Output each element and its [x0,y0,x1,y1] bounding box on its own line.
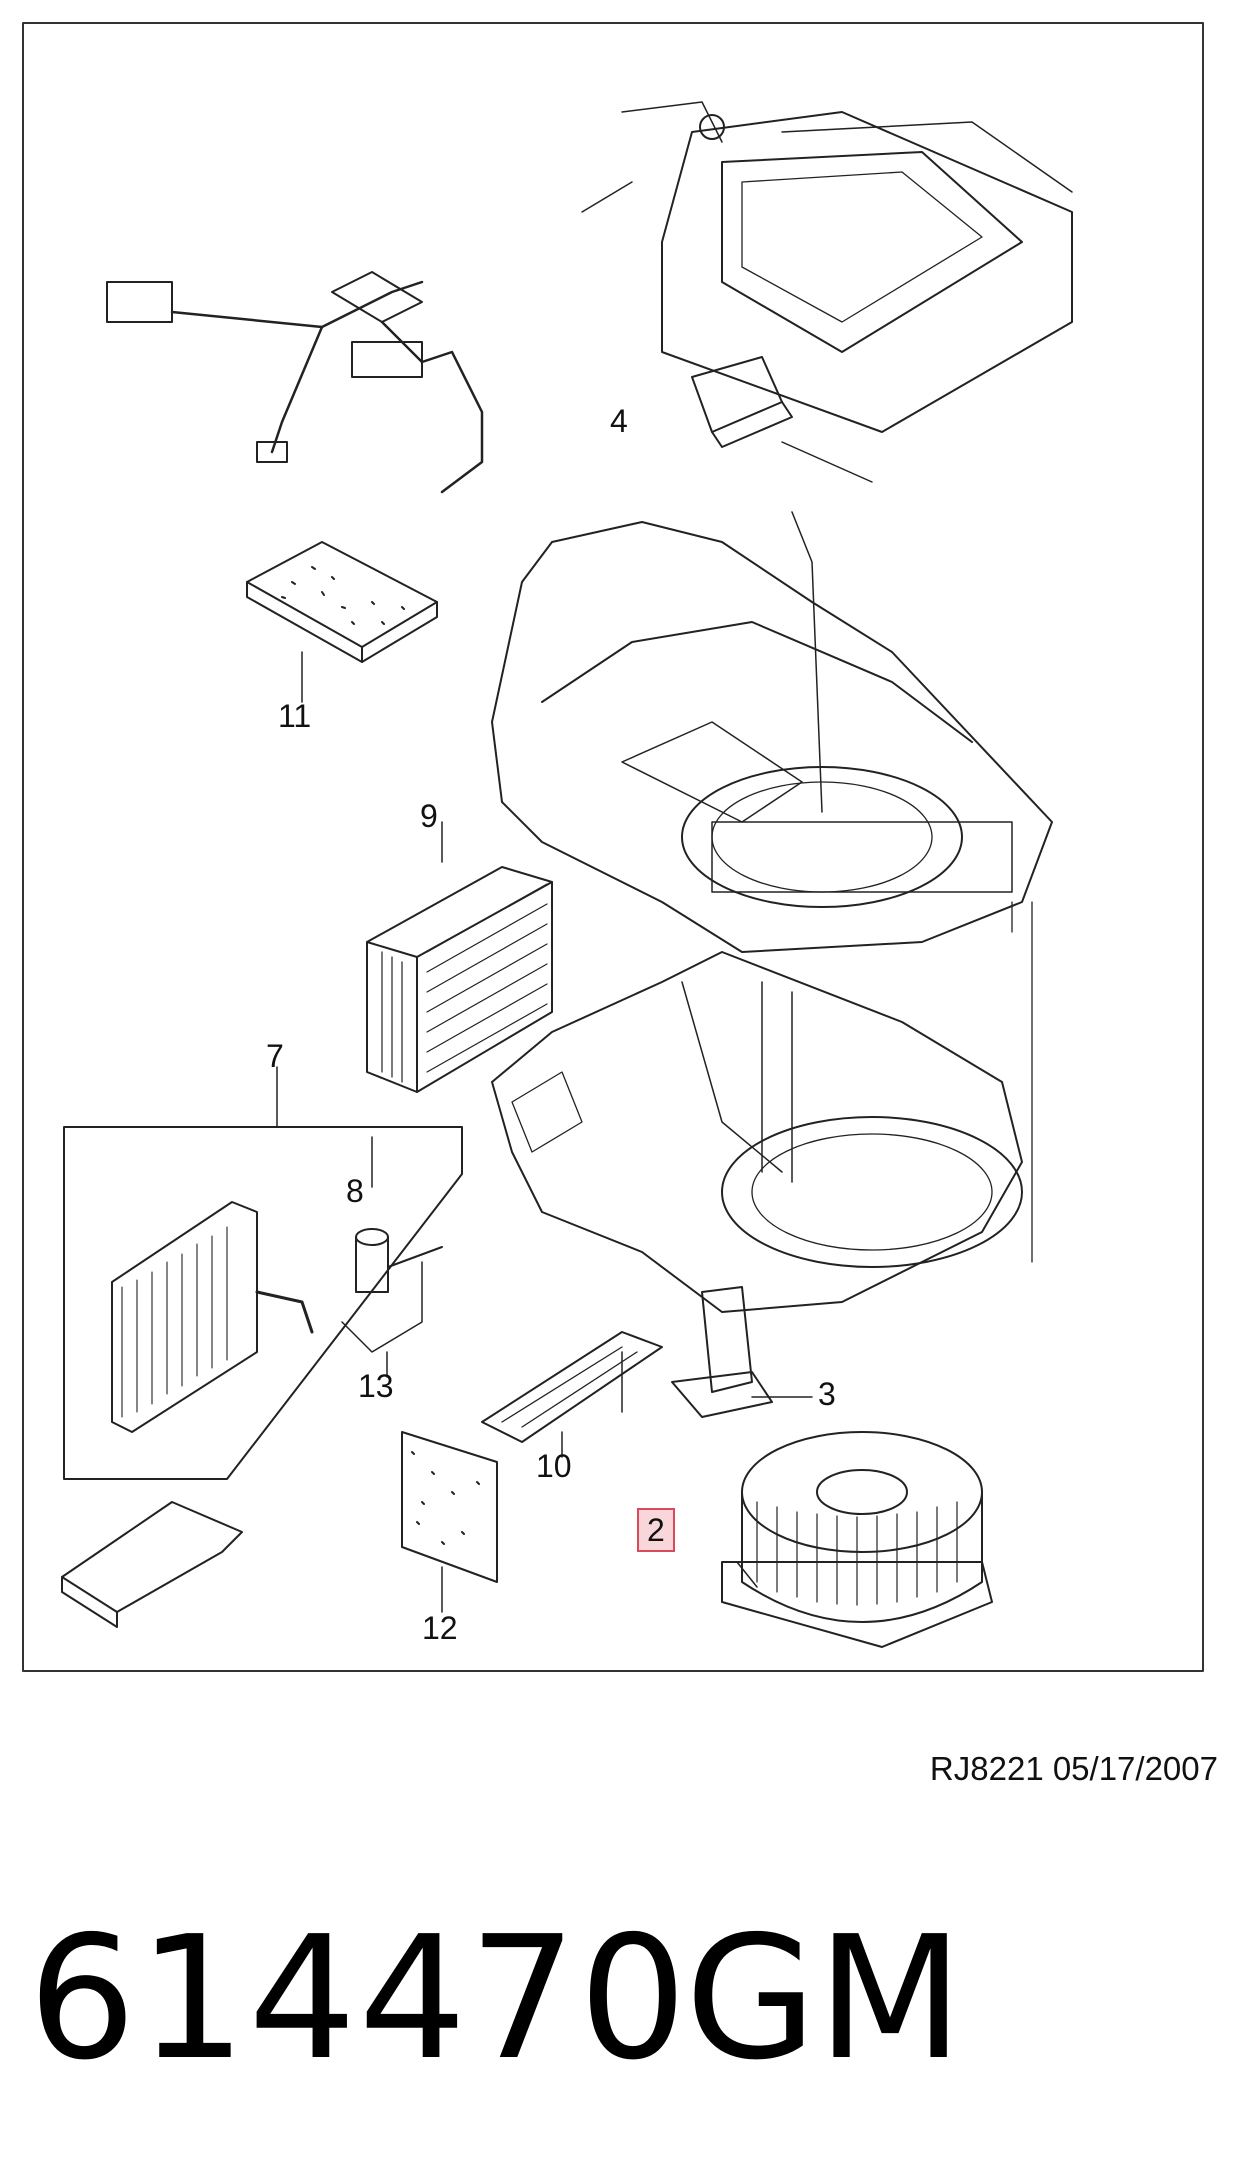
callout-12: 12 [422,1610,458,1646]
cabin-filter-drawing [366,821,553,1093]
callout-7: 7 [266,1038,284,1074]
callout-8: 8 [346,1173,364,1209]
drawing-reference: RJ8221 05/17/2007 [929,1750,1218,1787]
lower-case-drawing [491,951,1023,1313]
callout-10: 10 [536,1448,572,1484]
upper-case-drawing [491,511,1053,1263]
callout-9: 9 [420,798,438,834]
callout-3: 3 [818,1376,836,1412]
diagram-border [22,22,1204,1672]
bracket-drawing [481,1331,663,1458]
filter-pad-lower-drawing [401,1431,498,1613]
part-number: 614470 [28,1900,689,2098]
blower-resistor-drawing [671,1286,813,1418]
callout-13: 13 [358,1368,394,1404]
resistor-drawing [691,356,873,483]
exploded-parts-diagram [22,22,1204,1672]
callout-4: 4 [610,403,628,439]
blower-motor-drawing [721,1431,993,1648]
callout-2-highlighted[interactable]: 2 [637,1508,675,1552]
intake-housing-drawing [581,101,1073,433]
wiring-harness-drawing [106,271,484,494]
callout-11: 11 [278,698,312,734]
evaporator-group-drawing [63,1066,463,1480]
clip-drawing [61,1501,243,1628]
filter-pad-drawing [246,541,438,703]
brand-name: GM [685,1900,964,2098]
